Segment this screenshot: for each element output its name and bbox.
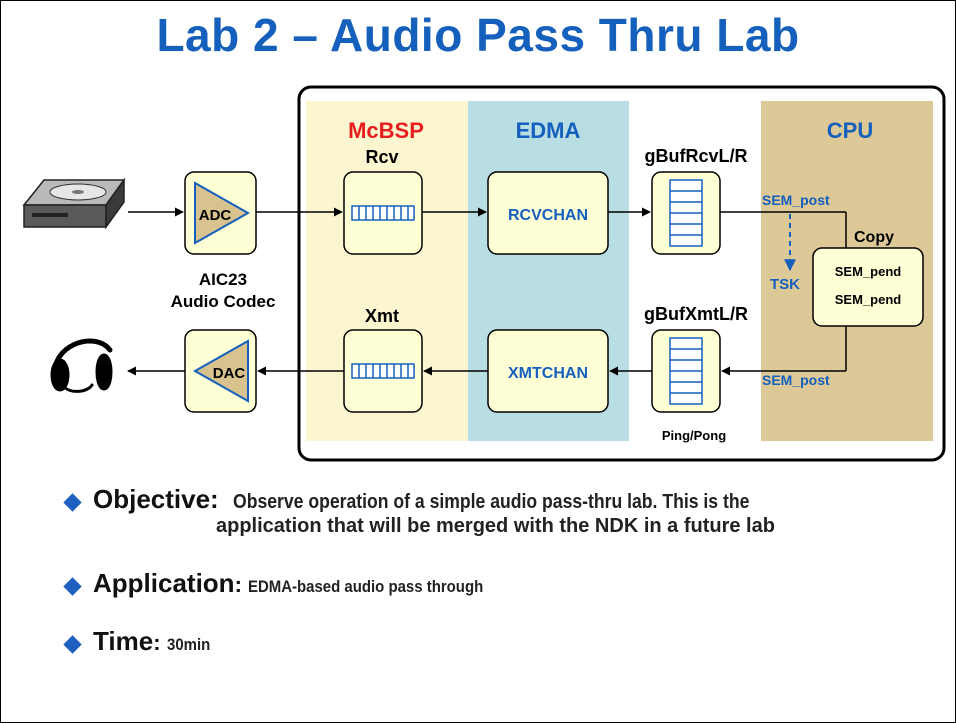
bullet-diamond-icon: [63, 635, 82, 654]
copy-task-block: [812, 247, 924, 327]
xmt-label: Xmt: [365, 306, 399, 326]
sem-pend-2-label: SEM_pend: [835, 292, 902, 307]
xmtchan-label: XMTCHAN: [508, 365, 588, 382]
bullet-time-colon: :: [153, 630, 167, 655]
cpu-label: CPU: [827, 118, 873, 143]
bullet-objective-head: Objective:: [93, 484, 219, 514]
gbuf-xmt-label: gBufXmtL/R: [644, 304, 748, 324]
sem-post-bottom-label: SEM_post: [762, 372, 830, 388]
bullet-application-colon: :: [234, 572, 249, 597]
bullet-diamond-icon: [63, 577, 82, 596]
bullet-application-text: EDMA-based audio pass through: [248, 577, 484, 596]
sem-post-top-label: SEM_post: [762, 192, 830, 208]
bullet-application: Application : EDMA-based audio pass thro…: [60, 568, 940, 612]
bullet-objective-text1: Observe operation of a simple audio pass…: [232, 491, 750, 513]
page-title: Lab 2 – Audio Pass Thru Lab: [156, 9, 800, 61]
copy-label: Copy: [854, 229, 894, 246]
bullet-diamond-icon: [63, 493, 82, 512]
dac-triangle: [192, 339, 249, 403]
bullet-objective-content: Objective: Observe operation of a simple…: [93, 484, 820, 538]
codec-label-line1: AIC23: [199, 270, 247, 289]
cd-drive-icon: [22, 177, 126, 230]
headset-icon: [50, 338, 113, 393]
bullet-time: Time : 30min: [60, 626, 940, 670]
gbuf-xmt-stack: [669, 337, 703, 405]
dac-label: DAC: [213, 365, 246, 382]
adc-triangle: [194, 181, 251, 245]
xmt-shift-register: [351, 363, 415, 379]
rcvchan-label: RCVCHAN: [508, 207, 588, 224]
mcbsp-label: McBSP: [348, 118, 424, 143]
tsk-label: TSK: [770, 276, 800, 293]
rcv-shift-register: [351, 205, 415, 221]
rcv-label: Rcv: [365, 147, 398, 167]
gbuf-rcv-label: gBufRcvL/R: [645, 146, 748, 166]
sem-pend-1-label: SEM_pend: [835, 264, 902, 279]
bullet-objective-text2: application that will be merged with the…: [216, 515, 775, 537]
adc-label: ADC: [199, 207, 232, 224]
edma-label: EDMA: [516, 118, 581, 143]
gbuf-rcv-stack: [669, 179, 703, 247]
bullet-application-head: Application: [93, 568, 235, 598]
flow-arrows: [127, 207, 847, 376]
rcvchan-block: [487, 171, 609, 255]
bullet-time-text: 30min: [166, 635, 210, 654]
pingpong-label: Ping/Pong: [662, 428, 726, 443]
codec-label-line2: Audio Codec: [171, 292, 276, 311]
bullet-time-head: Time: [93, 626, 154, 656]
bullet-objective: Objective: Observe operation of a simple…: [60, 484, 940, 546]
bullet-list: Objective: Observe operation of a simple…: [60, 484, 940, 670]
